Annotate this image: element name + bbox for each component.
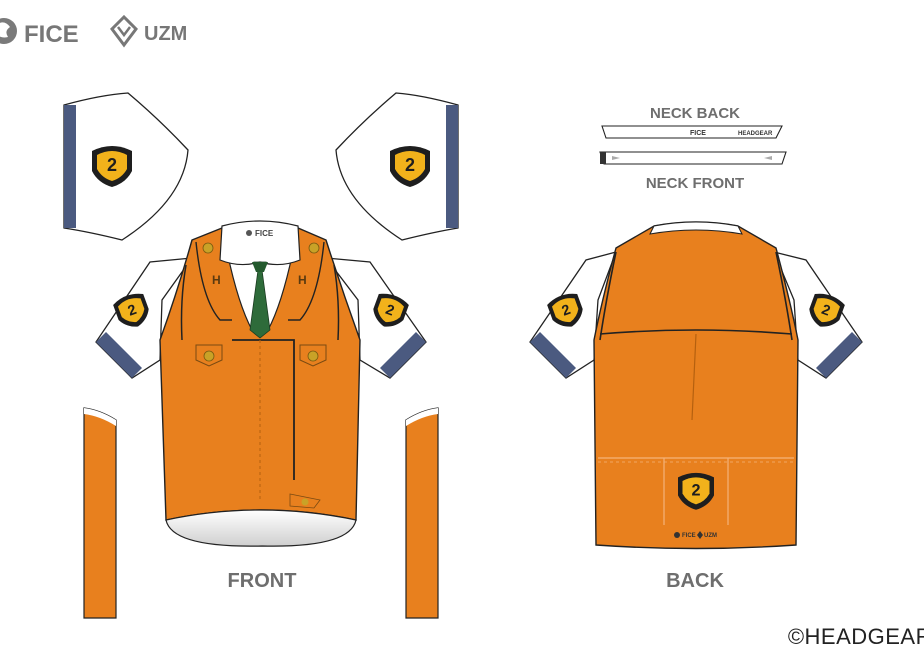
front-label: FRONT: [228, 570, 297, 592]
uzm-logo: UZM: [110, 14, 187, 48]
left-sleeve-piece: [63, 92, 189, 241]
hem-brand-left-text: FICE: [682, 533, 696, 539]
collar-brand-text: FICE: [255, 229, 274, 238]
svg-text:H: H: [212, 273, 221, 287]
fice-logo: FICE: [0, 18, 79, 48]
svg-text:H: H: [298, 273, 307, 287]
right-side-panel: [405, 407, 439, 619]
hem-brand-right-text: UZM: [704, 533, 717, 539]
copyright-text: ©HEADGEAR: [787, 624, 924, 649]
neck-brand-text: FICE: [690, 130, 706, 137]
back-jersey: FICE UZM: [529, 221, 863, 550]
right-sleeve-piece: [335, 92, 459, 241]
neck-maker-text: HEADGEAR: [738, 131, 773, 137]
uzm-logo-icon: [110, 14, 138, 48]
left-side-panel: [83, 407, 117, 619]
fice-brand-text: FICE: [24, 21, 79, 48]
neck-back-piece: FICE HEADGEAR: [601, 125, 783, 139]
uzm-brand-text: UZM: [144, 23, 187, 45]
neck-front-label: NECK FRONT: [646, 175, 744, 192]
fice-logo-icon: [0, 18, 17, 44]
neck-back-label: NECK BACK: [650, 105, 740, 122]
neck-front-piece: [599, 151, 787, 165]
front-jersey: FICE H H: [95, 220, 427, 547]
back-label: BACK: [666, 570, 724, 592]
